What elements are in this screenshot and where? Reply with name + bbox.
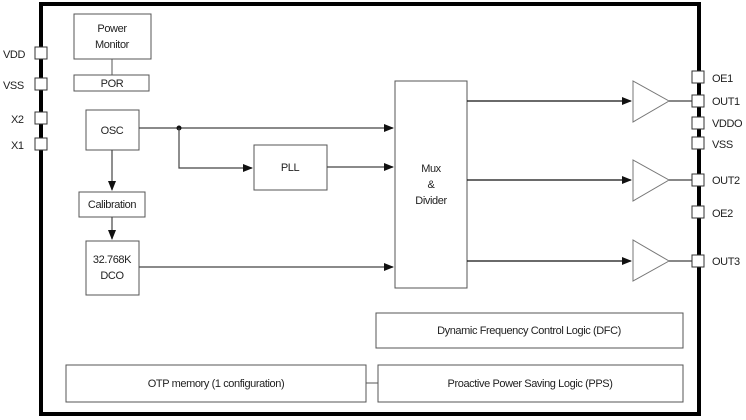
calibration-block [78,191,146,218]
otp-block [65,364,367,403]
pin-oe2 [691,205,705,219]
pin-label-x1: X1 [11,140,24,152]
pin-vddo [691,116,705,130]
pin-label-out3: OUT3 [712,256,740,268]
calibration-label: Calibration [88,199,136,211]
power-monitor-block [73,13,152,60]
pin-oe1 [691,70,705,84]
power-monitor-label-2: Monitor [95,39,130,51]
pin-out1 [691,94,705,108]
dco-block [85,240,140,296]
mux-label-1: Mux [421,163,441,175]
mux-label-2: & [428,179,436,191]
buffer-out1-icon [632,80,671,123]
otp-label: OTP memory (1 configuration) [148,378,285,390]
power-monitor-label-1: Power [97,23,127,35]
pin-out3 [691,254,705,268]
pin-x2 [34,111,48,125]
pin-label-out2: OUT2 [712,175,740,187]
pin-label-oe1: OE1 [712,73,733,85]
dfc-block [375,312,684,349]
osc-to-pll-line [178,128,253,172]
right-pins: OE1 OUT1 VDDO VSS OUT2 OE2 OUT3 [691,70,743,268]
pin-label-oe2: OE2 [712,208,733,220]
buffer-out2-icon [632,159,671,202]
pll-block [253,144,328,191]
dfc-label: Dynamic Frequency Control Logic (DFC) [437,325,621,337]
osc-label: OSC [101,125,124,137]
left-pins: VDD VSS X2 X1 [3,46,48,152]
dco-label-2: DCO [100,270,124,282]
mux-label-3: Divider [415,195,447,207]
pin-label-vss: VSS [3,80,24,92]
pin-x1 [34,137,48,151]
dco-label-1: 32.768K [93,254,132,266]
pin-out2 [691,173,705,187]
por-block [73,74,150,92]
pin-vss [34,77,48,91]
pin-label-vss-right: VSS [712,139,733,151]
pps-label: Proactive Power Saving Logic (PPS) [448,378,613,390]
mux-divider-block [394,80,468,289]
pin-label-vddo: VDDO [712,118,743,130]
pps-block [377,364,684,403]
osc-block [85,109,140,151]
pll-label: PLL [281,162,300,174]
pin-vdd [34,46,48,60]
pin-label-vdd: VDD [3,49,25,61]
pin-vss-right [691,136,705,150]
por-label: POR [101,78,124,90]
pin-label-out1: OUT1 [712,96,740,108]
buffer-out3-icon [632,239,671,282]
pin-label-x2: X2 [11,114,24,126]
